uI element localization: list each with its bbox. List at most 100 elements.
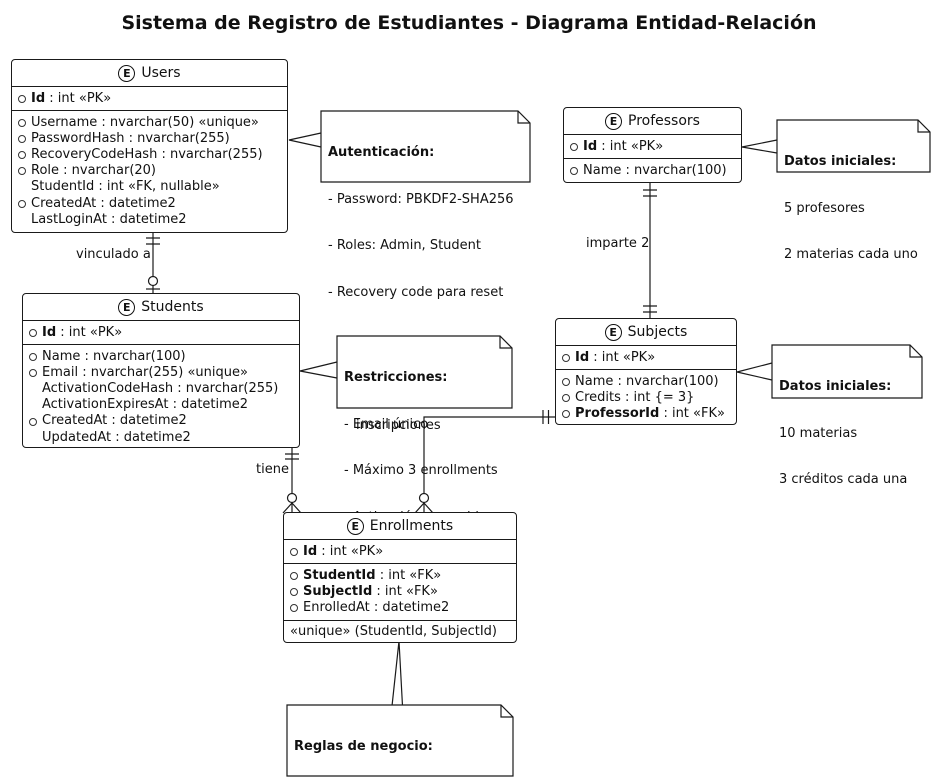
attribute-dot-icon	[570, 142, 578, 151]
entity-subjects-pk: Id : int «PK»	[556, 346, 736, 371]
entity-users-attributes: Username : nvarchar(50) «unique» Passwor…	[12, 111, 287, 231]
entity-students: E Students Id : int «PK» Name : nvarchar…	[22, 293, 300, 448]
attribute-dot-icon	[18, 151, 26, 160]
attribute-dot-icon	[290, 571, 298, 580]
entity-icon: E	[605, 112, 623, 130]
attribute-dot-icon	[570, 166, 578, 175]
attribute-dot-icon	[562, 410, 570, 419]
note-fold-icon	[909, 345, 922, 358]
attribute-row: Name : nvarchar(100)	[570, 163, 735, 179]
attribute-row: PasswordHash : nvarchar(255)	[18, 131, 281, 147]
edge-subjects-enrollments	[414, 410, 558, 514]
note-line: - Roles: Admin, Student	[328, 238, 481, 253]
edge-students-enrollments	[282, 445, 302, 514]
attribute-dot-icon	[29, 328, 37, 337]
note-link-users-auth	[288, 132, 322, 148]
note-restricciones-shape	[336, 335, 513, 409]
entity-users-header: E Users	[12, 60, 287, 87]
entity-enrollments-attributes: StudentId : int «FK» SubjectId : int «FK…	[284, 564, 516, 621]
entity-name: Students	[141, 299, 204, 315]
note-link-subjects-data	[736, 362, 773, 381]
constraint-row: «unique» (StudentId, SubjectId)	[290, 624, 497, 640]
attribute-row: Role : nvarchar(20)	[18, 163, 281, 179]
attribute-row: ActivationCodeHash : nvarchar(255)	[42, 381, 279, 397]
attribute-dot-icon	[18, 134, 26, 143]
attribute-row: Id : int «PK»	[18, 91, 281, 107]
attribute-row: Id : int «PK»	[570, 139, 735, 155]
attribute-row: SubjectId : int «FK»	[290, 584, 510, 600]
attribute-dot-icon	[29, 417, 37, 426]
attribute-row: EnrolledAt : datetime2	[290, 600, 510, 616]
edge-users-students	[146, 230, 160, 296]
attribute-row: RecoveryCodeHash : nvarchar(255)	[18, 147, 281, 163]
attribute-dot-icon	[562, 377, 570, 386]
attribute-row: Id : int «PK»	[562, 350, 730, 366]
attribute-dot-icon	[29, 352, 37, 361]
attribute-row: StudentId : int «FK»	[290, 568, 510, 584]
attribute-dot-icon	[18, 167, 26, 176]
note-title: Datos iniciales:	[784, 154, 897, 169]
edge-professors-subjects	[643, 181, 657, 321]
note-title: Restricciones:	[344, 370, 448, 385]
attribute-row: Name : nvarchar(100)	[562, 374, 730, 390]
entity-professors-attributes: Name : nvarchar(100)	[564, 159, 741, 182]
note-prof-data: Datos iniciales: 5 profesores 2 materias…	[784, 123, 918, 294]
note-fold-icon	[517, 111, 530, 124]
entity-subjects-header: E Subjects	[556, 319, 736, 346]
entity-enrollments-unique-constraint: «unique» (StudentId, SubjectId)	[284, 621, 516, 642]
note-line: - Email único	[344, 416, 429, 432]
note-title: Autenticación:	[328, 145, 435, 160]
entity-professors-header: E Professors	[564, 108, 741, 135]
attribute-dot-icon	[29, 368, 37, 377]
entity-users-pk: Id : int «PK»	[12, 87, 287, 112]
entity-icon: E	[346, 517, 364, 535]
entity-enrollments: E Enrollments Id : int «PK» StudentId : …	[283, 512, 517, 643]
note-link-enrollments-reglas	[391, 640, 404, 707]
note-fold-icon	[499, 336, 512, 349]
note-line: - Recovery code para reset	[328, 284, 504, 300]
note-link-students-restricciones	[299, 361, 338, 379]
note-auth-shape	[320, 110, 531, 183]
attribute-row: Name : nvarchar(100)	[29, 349, 293, 365]
attribute-dot-icon	[290, 587, 298, 596]
note-line: 10 materias	[779, 425, 858, 441]
note-line: - Password: PBKDF2-SHA256	[328, 191, 514, 207]
note-reglas: Reglas de negocio: - (StudentId, Subject…	[294, 708, 502, 781]
note-line: 3 créditos cada una	[779, 472, 908, 487]
entity-enrollments-pk: Id : int «PK»	[284, 540, 516, 565]
entity-icon: E	[118, 298, 136, 316]
note-line: 2 materias cada uno	[784, 247, 918, 262]
entity-name: Enrollments	[369, 518, 454, 534]
note-title: Datos iniciales:	[779, 379, 892, 394]
entity-students-pk: Id : int «PK»	[23, 321, 299, 346]
attribute-row: ProfessorId : int «FK»	[562, 406, 730, 422]
entity-students-attributes: Name : nvarchar(100) Email : nvarchar(25…	[23, 345, 299, 447]
attribute-dot-icon	[18, 118, 26, 127]
attribute-row: CreatedAt : datetime2	[29, 413, 293, 429]
entity-enrollments-header: E Enrollments	[284, 513, 516, 540]
attribute-dot-icon	[562, 393, 570, 402]
note-fold-icon	[917, 120, 930, 133]
edge-label-tiene: tiene	[256, 462, 289, 477]
note-fold-icon	[500, 705, 513, 718]
attribute-dot-icon	[290, 604, 298, 613]
diagram-title: Sistema de Registro de Estudiantes - Dia…	[121, 12, 817, 34]
attribute-row: LastLoginAt : datetime2	[31, 211, 187, 227]
attribute-row: ActivationExpiresAt : datetime2	[42, 397, 249, 413]
attribute-row: Id : int «PK»	[29, 325, 293, 341]
zero-or-many-circle-icon	[418, 492, 430, 504]
note-subj-data-shape	[771, 344, 923, 399]
edge-label-inscripciones: inscripciones	[356, 418, 441, 433]
entity-subjects-attributes: Name : nvarchar(100) Credits : int {= 3}…	[556, 370, 736, 424]
attribute-dot-icon	[562, 353, 570, 362]
entity-icon: E	[604, 323, 622, 341]
entity-professors-pk: Id : int «PK»	[564, 135, 741, 160]
note-auth: Autenticación: - Password: PBKDF2-SHA256…	[328, 114, 514, 331]
attribute-dot-icon	[18, 94, 26, 103]
attribute-row: CreatedAt : datetime2	[18, 196, 281, 212]
note-reglas-shape	[286, 704, 514, 777]
entity-users: E Users Id : int «PK» Username : nvarcha…	[11, 59, 288, 233]
edge-label-imparte-2: imparte 2	[586, 236, 650, 251]
zero-or-one-circle-icon	[147, 275, 159, 287]
